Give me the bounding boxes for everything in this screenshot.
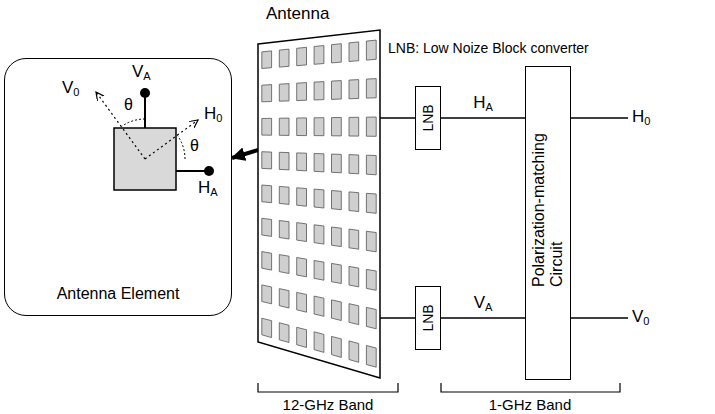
- v-port-stub: [144, 97, 146, 128]
- signal-wire: [441, 317, 525, 319]
- signal-wire: [380, 117, 415, 119]
- angle-symbol: θ: [190, 137, 199, 155]
- output-wire: [571, 317, 628, 319]
- angle-arc: [177, 135, 185, 159]
- signal-wire: [380, 317, 415, 319]
- lnb-box: LNB: [415, 286, 441, 350]
- signal-name: VA: [474, 293, 493, 314]
- axis-name: V0: [62, 78, 80, 99]
- signal-name: V0: [632, 307, 650, 328]
- port-name: HA: [198, 178, 218, 199]
- v0-axis: [96, 92, 145, 159]
- inset-title: Antenna Element: [5, 285, 231, 303]
- signal-name: H0: [632, 107, 650, 128]
- band-bracket: [441, 383, 620, 392]
- band-bracket: [258, 383, 398, 392]
- signal-name: HA: [473, 93, 493, 114]
- h-port-dot: [204, 166, 214, 176]
- antenna-title: Antenna: [266, 4, 329, 24]
- band-label: 12-GHz Band: [283, 396, 374, 413]
- axis-name: H0: [204, 104, 222, 125]
- zoom-arrow: [232, 150, 258, 158]
- lnb-label: LNB: [420, 304, 436, 331]
- inset-box: Antenna Element: [4, 58, 232, 316]
- band-label: 1-GHz Band: [489, 396, 572, 413]
- output-wire: [571, 117, 628, 119]
- h0-axis: [145, 120, 198, 159]
- angle-symbol: θ: [124, 96, 133, 114]
- h-port-stub: [176, 170, 205, 172]
- v-port-dot: [140, 88, 150, 98]
- lnb-label: LNB: [420, 104, 436, 131]
- circuit-label: Polarization-matching Circuit: [530, 97, 567, 287]
- signal-wire: [441, 117, 525, 119]
- antenna-panel: Antenna: [258, 30, 380, 378]
- legend-note: LNB: Low Noize Block converter: [388, 40, 589, 56]
- antenna-array-shape: [258, 30, 380, 378]
- angle-arc: [121, 119, 145, 127]
- circuit-box: Polarization-matching Circuit: [525, 66, 571, 380]
- port-name: VA: [132, 62, 151, 83]
- lnb-box: LNB: [415, 86, 441, 150]
